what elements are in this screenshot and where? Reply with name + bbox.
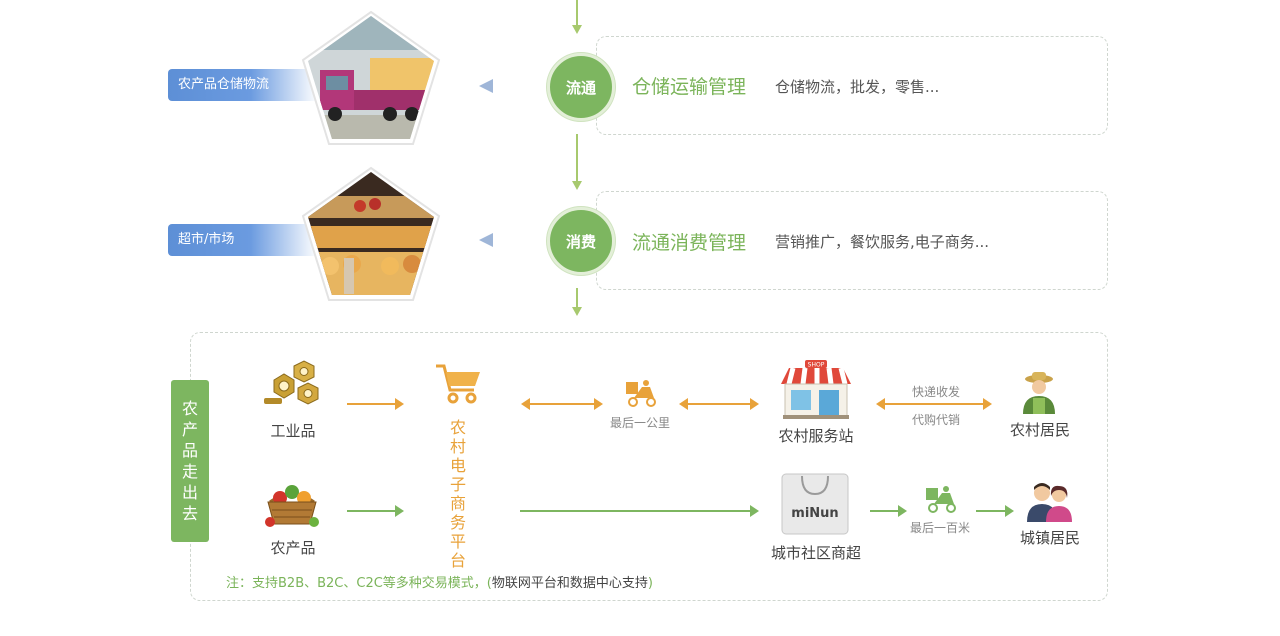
flow-arrow-top bbox=[572, 25, 582, 34]
footnote: 注：支持B2B、B2C、C2C等多种交易模式，(物联网平台和数据中心支持) bbox=[226, 572, 653, 591]
side-label-char: 出 bbox=[182, 482, 198, 503]
express-top-label: 快递收发 bbox=[896, 383, 976, 400]
flow-line-bottom bbox=[576, 288, 578, 308]
shop-sign-text: SHOP bbox=[808, 362, 825, 369]
arrow-last100m-town bbox=[976, 510, 1006, 512]
arrow-station-rural-resident bbox=[883, 403, 983, 405]
footnote-dark: 物联网平台和数据中心支持 bbox=[492, 576, 648, 591]
delivery-scooter-icon bbox=[624, 378, 658, 408]
stage-consumption-circle: 消费 bbox=[547, 207, 615, 275]
arrow-platform-lastkm bbox=[528, 403, 594, 405]
arrow-head-icon bbox=[876, 398, 885, 410]
platform-char: 台 bbox=[446, 551, 470, 570]
stage-consumption-label: 消费 bbox=[566, 231, 596, 252]
side-label-bar: 农 产 品 走 出 去 bbox=[171, 380, 209, 542]
side-label-char: 品 bbox=[182, 440, 198, 461]
supermarket-photo bbox=[300, 166, 442, 304]
platform-char: 平 bbox=[446, 532, 470, 551]
town-resident-label: 城镇居民 bbox=[1010, 527, 1090, 548]
tag-supermarket: 超市/市场 bbox=[168, 224, 318, 256]
residents-icon bbox=[1026, 482, 1074, 522]
rural-resident-label: 农村居民 bbox=[1000, 419, 1080, 440]
arrow-head-icon bbox=[521, 398, 530, 410]
platform-char: 村 bbox=[446, 437, 470, 456]
nuts-bolts-icon bbox=[260, 360, 324, 412]
left-arrow-icon bbox=[479, 79, 493, 93]
stage-consumption-title: 流通消费管理 bbox=[632, 228, 746, 255]
shopping-bag-icon: miNun bbox=[780, 472, 850, 536]
platform-char: 商 bbox=[446, 494, 470, 513]
side-label-char: 农 bbox=[182, 398, 198, 419]
rural-station-label: 农村服务站 bbox=[766, 425, 866, 446]
arrow-head-icon bbox=[594, 398, 603, 410]
arrow-head-icon bbox=[1005, 505, 1014, 517]
ecommerce-platform-label: 农 村 电 子 商 务 平 台 bbox=[446, 418, 470, 570]
delivery-scooter-icon bbox=[924, 484, 958, 514]
platform-char: 务 bbox=[446, 513, 470, 532]
flow-arrow-mid bbox=[572, 181, 582, 190]
stage-circulation-label: 流通 bbox=[566, 77, 596, 98]
footnote-green: 注：支持B2B、B2C、C2C等多种交易模式，( bbox=[226, 576, 492, 591]
truck-photo bbox=[300, 10, 442, 148]
community-store-label: 城市社区商超 bbox=[756, 542, 876, 563]
arrow-community-last100m bbox=[870, 510, 900, 512]
flow-line-mid bbox=[576, 134, 578, 182]
side-label-char: 走 bbox=[182, 461, 198, 482]
vegetable-basket-icon bbox=[262, 476, 322, 530]
arrow-lastkm-station bbox=[686, 403, 750, 405]
stage-consumption-desc: 营销推广，餐饮服务,电子商务... bbox=[775, 231, 989, 252]
flow-arrow-bottom bbox=[572, 307, 582, 316]
side-label-char: 去 bbox=[182, 503, 198, 524]
arrow-head-icon bbox=[898, 505, 907, 517]
farmer-icon bbox=[1018, 370, 1060, 414]
stage-circulation-circle: 流通 bbox=[547, 53, 615, 121]
tag-storage-logistics: 农产品仓储物流 bbox=[168, 69, 318, 101]
arrow-head-icon bbox=[750, 398, 759, 410]
arrow-head-icon bbox=[983, 398, 992, 410]
arrow-head-icon bbox=[750, 505, 759, 517]
industrial-goods-label: 工业品 bbox=[262, 420, 324, 441]
express-bottom-label: 代购代销 bbox=[896, 411, 976, 428]
shopping-cart-icon bbox=[434, 362, 482, 406]
bag-brand-text: miNun bbox=[791, 506, 838, 521]
arrow-head-icon bbox=[395, 398, 404, 410]
flow-line-top bbox=[576, 0, 578, 26]
last-km-label: 最后一公里 bbox=[604, 414, 676, 431]
left-arrow-icon bbox=[479, 233, 493, 247]
platform-char: 子 bbox=[446, 475, 470, 494]
arrow-head-icon bbox=[679, 398, 688, 410]
stage-circulation-desc: 仓储物流，批发，零售... bbox=[775, 76, 939, 97]
platform-char: 电 bbox=[446, 456, 470, 475]
shop-icon: SHOP bbox=[779, 360, 853, 420]
stage-circulation-title: 仓储运输管理 bbox=[632, 72, 746, 99]
platform-char: 农 bbox=[446, 418, 470, 437]
agri-products-label: 农产品 bbox=[262, 537, 324, 558]
footnote-end: ) bbox=[648, 576, 653, 591]
arrow-platform-community bbox=[520, 510, 750, 512]
arrow-head-icon bbox=[395, 505, 404, 517]
last-100m-label: 最后一百米 bbox=[902, 519, 978, 536]
arrow-industrial-to-platform bbox=[347, 403, 395, 405]
arrow-agri-to-platform bbox=[347, 510, 395, 512]
side-label-char: 产 bbox=[182, 419, 198, 440]
bottom-panel bbox=[190, 332, 1108, 601]
